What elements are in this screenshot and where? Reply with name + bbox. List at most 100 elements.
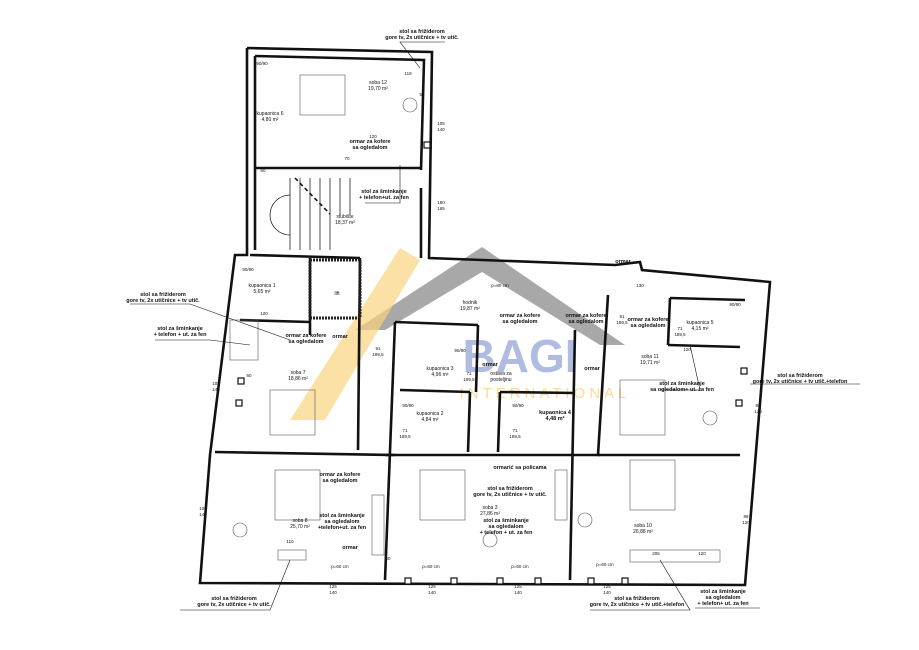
dim-120: 120 xyxy=(369,134,377,139)
label-line: stol za šminkanje xyxy=(361,189,407,195)
label-line: 4,15 m² xyxy=(692,326,709,332)
label-line: kupaonica 3 xyxy=(427,366,454,372)
label-line: gore tv, 2x utičnice + tv utič. xyxy=(473,492,547,498)
label-line: sa ogledalom xyxy=(322,478,357,484)
label-line: 105 xyxy=(437,121,445,126)
note-ormar-7: ormar xyxy=(332,334,348,340)
label-line: ostava za xyxy=(490,371,512,377)
label-line: 4,48 m² xyxy=(546,415,565,422)
label-line: sa ogledalom xyxy=(705,595,740,601)
dim-shower: 90/90 xyxy=(256,61,268,66)
dim-shower: 90/90 xyxy=(512,403,524,408)
label-line: ormar xyxy=(615,259,631,265)
label-line: ormar za kofere xyxy=(500,313,541,319)
dim-110: 110 xyxy=(286,539,294,544)
label-line: sa ogledalom xyxy=(568,319,603,325)
label-line: kupaonica 4 xyxy=(539,410,572,416)
dim-119: 119 xyxy=(404,71,412,76)
dim-120: 120 xyxy=(683,347,691,352)
label-line: ormar za kofere xyxy=(286,333,327,339)
note-sminka-12: stol za šminkanje+ telefon+ut. za fen xyxy=(359,189,409,201)
label-line: stol sa frižiderom xyxy=(399,29,445,35)
label-line: 189,5 xyxy=(463,377,475,382)
dim-shower: 90/90 xyxy=(242,267,254,272)
logo-roof-grey xyxy=(355,247,625,345)
label-line: 125 xyxy=(329,584,337,589)
label-line: soba 7 xyxy=(290,370,305,376)
label-line: stol za šminkanje xyxy=(659,381,705,387)
label-line: sa ogledalom xyxy=(488,524,523,530)
label-line: 189,5 xyxy=(399,434,411,439)
label-line: stol za šminkanje xyxy=(700,589,746,595)
label-line: gore tv, 2x utičnice + tv utič.+telefon xyxy=(753,379,848,385)
dim-120: 120 xyxy=(260,311,268,316)
dim-60: 60 xyxy=(260,168,266,173)
dim-50: 50 xyxy=(385,556,391,561)
note-ormar-h1: ormar xyxy=(482,362,498,368)
room-label-lift: lift xyxy=(335,291,341,297)
label-line: stol sa frižiderom xyxy=(777,373,823,379)
label-line: hodnik xyxy=(463,300,478,306)
logo-roof-yellow xyxy=(290,248,420,420)
label-line: 140 xyxy=(329,590,337,595)
label-line: + telefon + ut. za fen xyxy=(154,332,208,338)
label-line: sa ogledalom+ ut. za fen xyxy=(650,387,714,393)
label-line: 88 xyxy=(755,403,761,408)
note-sminka-7: stol za šminkanje+ telefon + ut. za fen xyxy=(154,326,208,338)
label-line: stol sa frižiderom xyxy=(140,292,186,298)
label-line: gore tv, 2x utičnice + tv utič. xyxy=(197,602,271,608)
staircase xyxy=(269,177,351,250)
label-line: kupaonica 5 xyxy=(687,320,714,326)
note-ormar-8: ormar xyxy=(342,545,358,551)
label-line: 125 xyxy=(603,584,611,589)
label-line: sa ogledalom xyxy=(502,319,537,325)
dim-shower: 90/90 xyxy=(729,302,741,307)
label-line: 140 xyxy=(199,512,207,517)
label-line: soba 12 xyxy=(369,80,387,86)
label-line: ormar xyxy=(482,362,498,368)
label-line: 120 xyxy=(754,409,762,414)
label-line: 140 xyxy=(603,590,611,595)
label-line: stol za šminkanje xyxy=(483,518,529,524)
window-columns xyxy=(235,141,748,585)
dim-sill: p=60 cm xyxy=(331,564,349,569)
label-line: 19,87 m² xyxy=(460,306,480,312)
label-line: ormarić sa policama xyxy=(493,465,547,471)
label-line: 105 xyxy=(199,506,207,511)
label-line: soba 3 xyxy=(482,505,497,511)
label-line: soba 11 xyxy=(641,354,659,360)
dim-55: 55 xyxy=(419,92,425,97)
label-line: 4,80 m² xyxy=(262,117,279,123)
furniture xyxy=(229,74,721,563)
label-line: 140 xyxy=(437,127,445,132)
label-line: 189,5 xyxy=(372,352,384,357)
label-line: 140 xyxy=(428,590,436,595)
label-line: 189,5 xyxy=(616,320,628,325)
leader-lines xyxy=(130,41,860,611)
label-line: soba 10 xyxy=(634,523,652,529)
label-line: kupaonica 2 xyxy=(417,411,444,417)
dim-shower: 90/90 xyxy=(454,348,466,353)
label-line: stubište xyxy=(336,214,353,220)
note-ormaric-3: ormarić sa policama xyxy=(493,465,547,471)
